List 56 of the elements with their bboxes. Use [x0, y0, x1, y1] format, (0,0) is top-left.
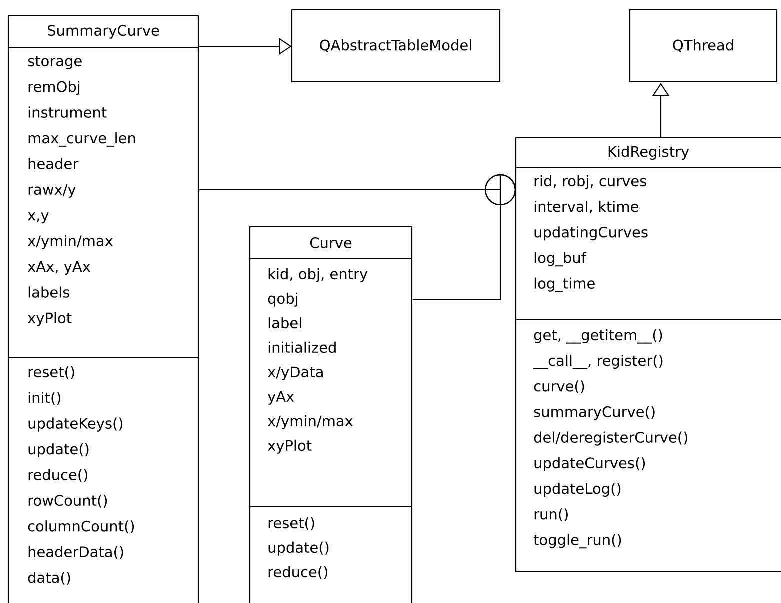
attribute-text: updatingCurves	[534, 226, 648, 241]
class-name: QAbstractTableModel	[320, 40, 472, 52]
method-text: update()	[28, 443, 89, 458]
attribute-text: yAx	[268, 391, 294, 405]
attribute-text: kid, obj, entry	[268, 268, 368, 282]
attribute-text: x/yData	[268, 366, 323, 380]
method-text: __call__, register()	[533, 354, 663, 370]
attribute-text: log_time	[534, 278, 595, 292]
attribute-text: xAx, yAx	[28, 261, 90, 276]
method-text: headerData()	[28, 546, 124, 560]
class-box	[515, 137, 781, 572]
class-name: QThread	[673, 40, 734, 52]
method-text: init()	[28, 392, 61, 406]
attribute-text: x,y	[28, 212, 49, 224]
method-text: get, __getitem__()	[534, 329, 662, 344]
method-text: curve()	[534, 380, 584, 394]
method-text: columnCount()	[28, 520, 134, 534]
class-box	[8, 15, 200, 603]
attribute-text: labels	[28, 286, 70, 298]
method-text: data()	[28, 572, 70, 585]
class-box	[291, 9, 501, 83]
class-name: Curve	[310, 238, 352, 248]
attribute-text: label	[268, 317, 302, 329]
class-name: KidRegistry	[608, 146, 690, 160]
attribute-text: xyPlot	[268, 440, 312, 454]
attribute-text: rid, robj, curves	[534, 175, 646, 190]
attribute-text: log_buf	[534, 252, 587, 267]
method-text: reset()	[268, 517, 314, 530]
attribute-text: storage	[28, 56, 82, 70]
attribute-text: qobj	[268, 292, 298, 307]
attribute-text: remObj	[28, 81, 80, 96]
method-text: reduce()	[268, 566, 328, 580]
attribute-text: header	[28, 158, 79, 170]
class-box	[629, 9, 778, 83]
method-text: update()	[268, 542, 329, 556]
method-text: rowCount()	[28, 494, 108, 508]
attribute-text: initialized	[268, 342, 336, 354]
attribute-text: x/ymin/max	[268, 415, 353, 430]
containment-line	[412, 174, 516, 301]
method-text: updateCurves()	[534, 457, 646, 472]
attribute-text: x/ymin/max	[28, 235, 113, 250]
attribute-text: rawx/y	[28, 184, 76, 198]
method-text: del/deregisterCurve()	[534, 432, 688, 446]
method-text: run()	[534, 508, 568, 522]
class-box	[249, 226, 413, 603]
attribute-text: max_curve_len	[28, 132, 136, 147]
method-text: updateKeys()	[28, 418, 123, 432]
attribute-text: xyPlot	[28, 312, 72, 326]
attribute-text: interval, ktime	[534, 200, 638, 214]
attribute-text: instrument	[28, 106, 107, 118]
method-text: updateLog()	[534, 482, 621, 498]
method-text: reset()	[28, 366, 74, 380]
method-text: summaryCurve()	[534, 406, 655, 420]
class-name: SummaryCurve	[48, 25, 160, 39]
method-text: toggle_run()	[534, 534, 622, 549]
method-text: reduce()	[28, 469, 88, 482]
